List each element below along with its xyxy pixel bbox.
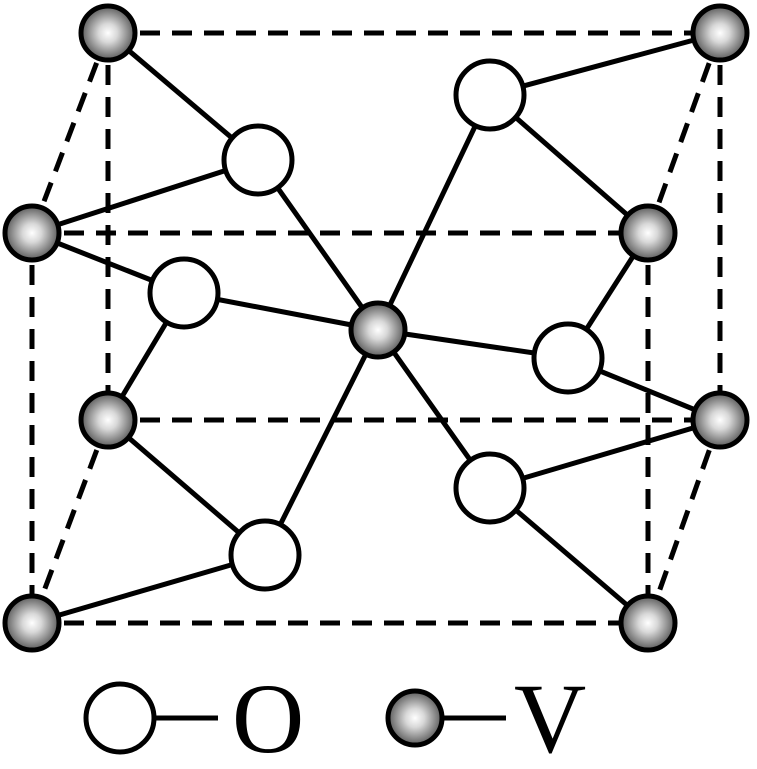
oxygen-atom xyxy=(531,321,605,395)
vanadium-atom xyxy=(2,203,62,263)
vanadium-atom xyxy=(618,203,678,263)
legend-oxygen-symbol xyxy=(83,681,157,755)
legend-vanadium: V xyxy=(385,663,586,769)
vanadium-atom xyxy=(618,593,678,653)
unit-cell-edges xyxy=(29,30,723,626)
vanadium-atom xyxy=(78,3,138,63)
vanadium-atom xyxy=(78,390,138,450)
vanadium-atom xyxy=(2,593,62,653)
oxygen-atom xyxy=(221,123,295,197)
cell-edge xyxy=(29,419,111,624)
bond xyxy=(375,93,493,332)
oxygen-atoms xyxy=(147,58,605,592)
oxygen-atom xyxy=(147,256,221,330)
oxygen-atom xyxy=(453,451,527,525)
legend: O V xyxy=(83,663,586,769)
vanadium-atom xyxy=(690,3,750,63)
bond xyxy=(489,30,721,98)
bond xyxy=(31,552,266,626)
legend-oxygen-label: O xyxy=(232,663,304,769)
bond xyxy=(489,417,721,491)
legend-vanadium-label: V xyxy=(514,663,586,769)
oxygen-atom xyxy=(453,58,527,132)
vanadium-atoms xyxy=(2,3,750,653)
cell-edge xyxy=(29,32,111,234)
cell-edge xyxy=(645,32,723,234)
bond xyxy=(31,157,259,236)
bond xyxy=(262,328,381,557)
legend-oxygen: O xyxy=(83,663,304,769)
vanadium-atom xyxy=(690,390,750,450)
oxygen-atom xyxy=(228,518,302,592)
cell-edge xyxy=(645,419,723,624)
vanadium-atom-center xyxy=(348,300,408,360)
legend-vanadium-symbol xyxy=(385,688,445,748)
